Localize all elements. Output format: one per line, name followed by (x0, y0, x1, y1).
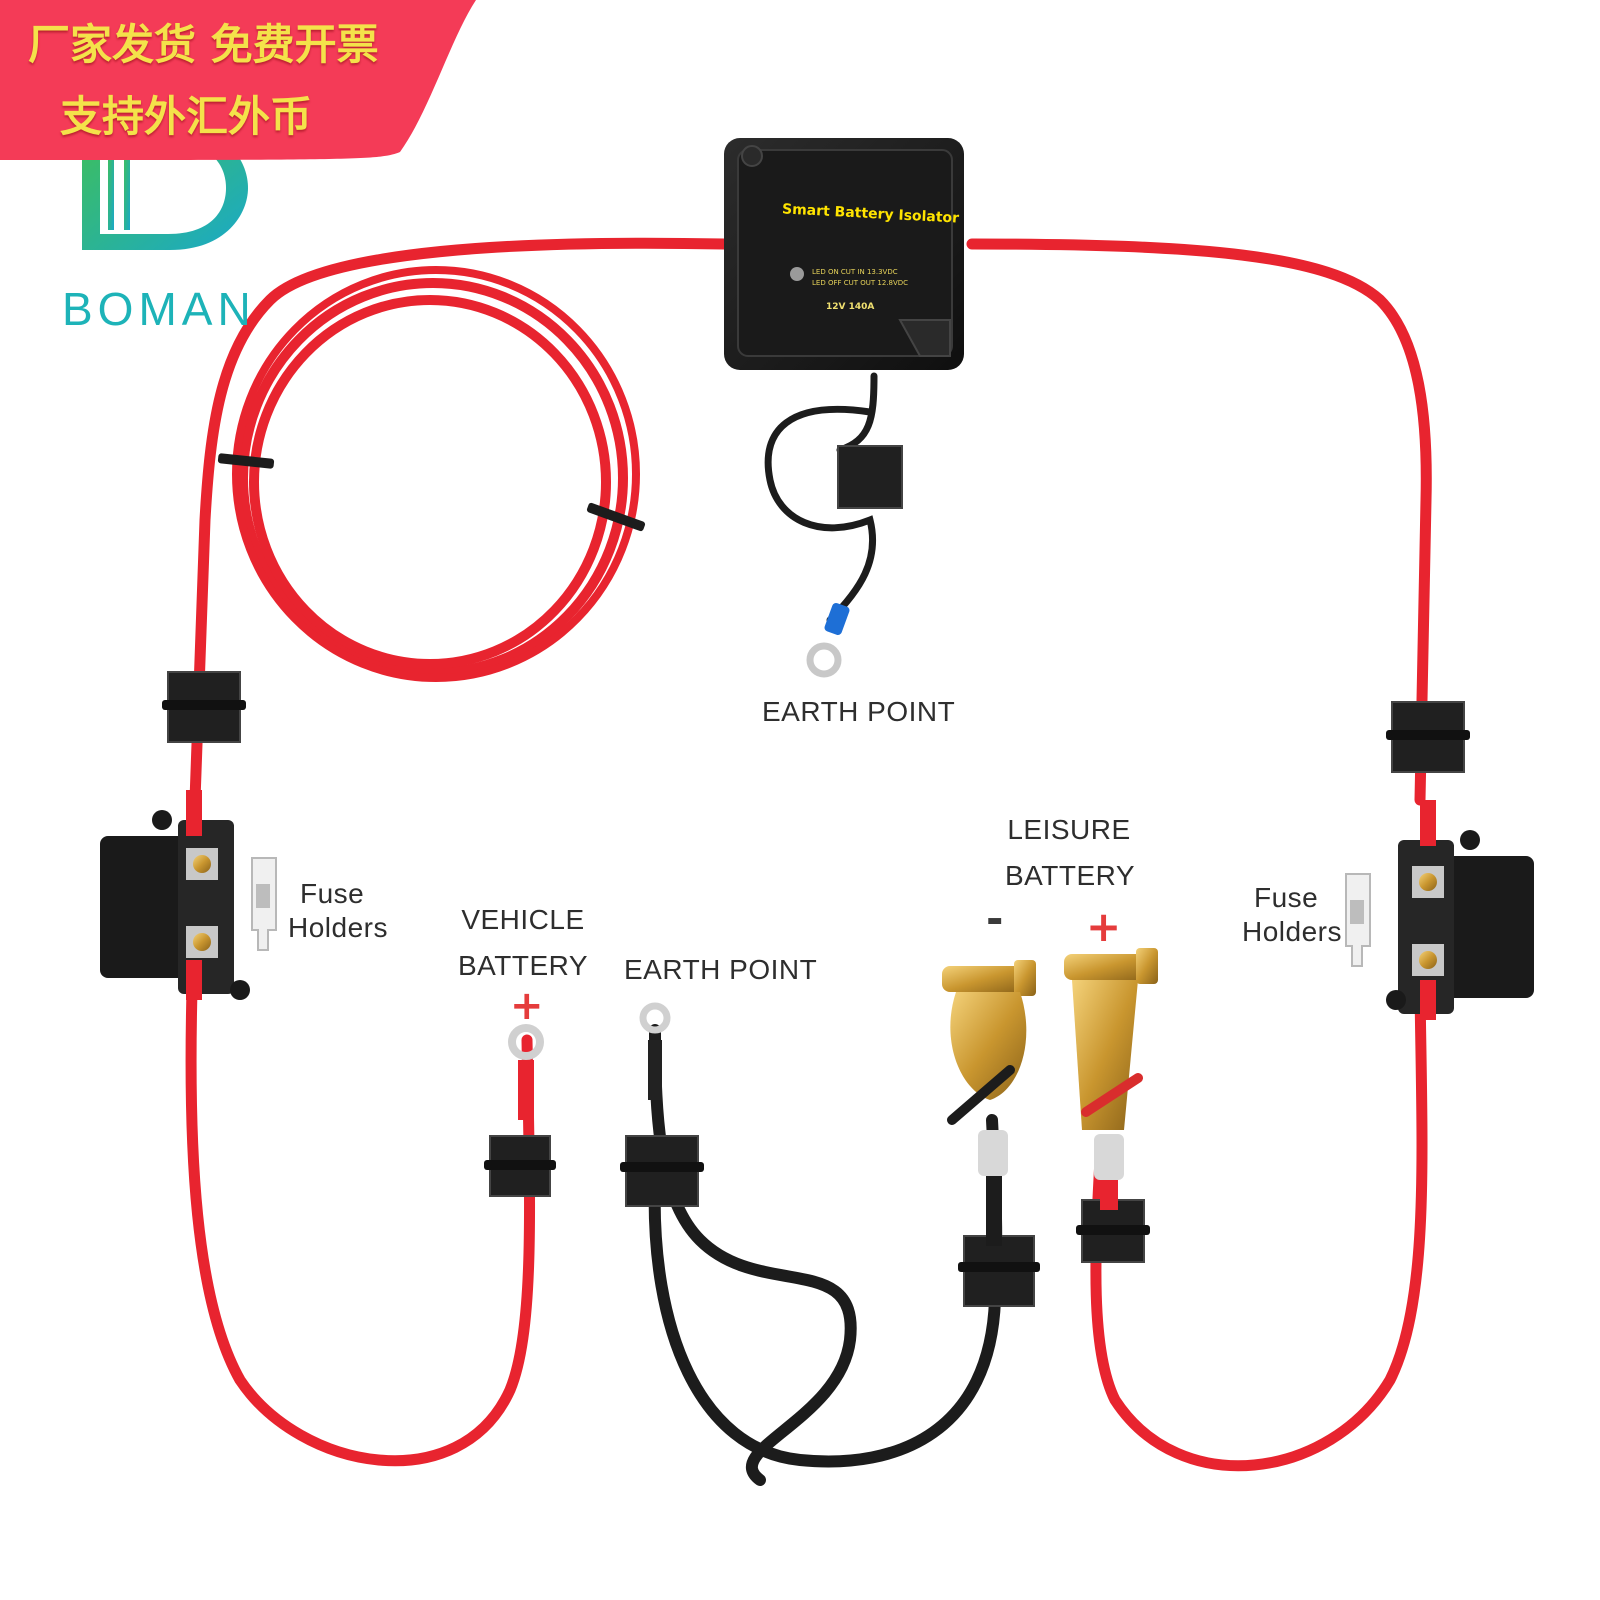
label-fuse-holders-right-line2: Holders (1242, 916, 1342, 947)
isolator-led-off: LED OFF CUT OUT 12.8VDC (812, 279, 909, 287)
battery-clamp-positive (1064, 948, 1158, 1210)
cable-tie-coil-right (586, 502, 646, 532)
fuse-holder-right (1386, 800, 1534, 1020)
red-cable-left-bottom (185, 984, 536, 1467)
mounting-pads (167, 445, 1465, 1307)
minus-sign-leisure: - (986, 894, 1004, 943)
label-fuse-holders-left-line1: Fuse (300, 878, 365, 909)
red-cable-left-top (189, 237, 730, 806)
isolator-rating: 12V 140A (826, 302, 875, 312)
fuse-right (1345, 873, 1371, 967)
label-leisure-battery-line2: BATTERY (1004, 860, 1136, 891)
label-leisure-battery-line1: LEISURE (1007, 814, 1131, 845)
fuse-holder-left (100, 790, 250, 1000)
isolator-led-on: LED ON CUT IN 13.3VDC (812, 268, 898, 276)
brand-name: BOMAN (62, 283, 256, 335)
red-cable-coil (232, 266, 640, 682)
smart-battery-isolator (724, 138, 964, 370)
ring-terminal-vehicle (508, 1024, 544, 1120)
banner-line-1: 厂家发货 免费开票 (28, 20, 379, 69)
banner-line-2: 支持外汇外币 (60, 92, 313, 141)
label-earth-point-bottom: EARTH POINT (624, 954, 818, 985)
label-fuse-holders-right-line1: Fuse (1254, 882, 1319, 913)
plus-sign-leisure: + (1086, 902, 1122, 951)
red-cable-right-bottom (1090, 984, 1428, 1472)
black-earth-cable-bottom (648, 1024, 1003, 1486)
red-cable-right-top (966, 238, 1432, 806)
battery-clamp-negative (942, 960, 1036, 1246)
label-earth-point-top: EARTH POINT (762, 696, 956, 727)
label-vehicle-battery-line2: BATTERY (457, 950, 589, 981)
cable-tie-coil-left (217, 453, 275, 469)
mounting-pad-ties (162, 700, 1470, 1272)
label-fuse-holders-left-line2: Holders (288, 912, 388, 943)
plus-sign-vehicle: + (510, 983, 544, 1029)
fuse-left (251, 857, 277, 951)
ring-terminal-top-earth (806, 602, 850, 678)
label-vehicle-battery-line1: VEHICLE (461, 904, 585, 935)
ring-terminal-bottom-earth (639, 1002, 671, 1100)
promo-banner (0, 0, 476, 160)
